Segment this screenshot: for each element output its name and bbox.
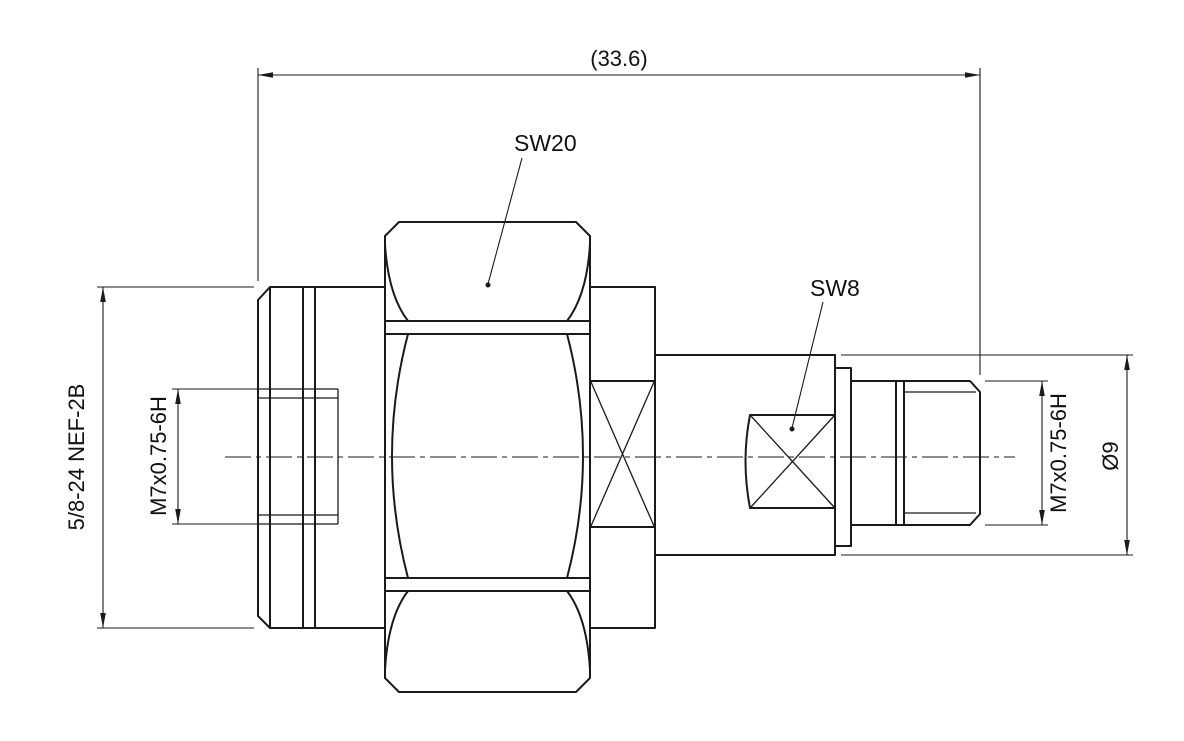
label-wrench-small: SW8 xyxy=(810,275,860,301)
label-wrench-large: SW20 xyxy=(514,130,577,156)
dim-text-right-diameter: Ø9 xyxy=(1098,441,1123,470)
end-barrel-outline xyxy=(850,380,981,526)
hex-nut-chamfer-arcs xyxy=(384,243,591,671)
left-body-outline xyxy=(257,286,386,629)
dim-text-overall-length: (33.6) xyxy=(590,46,647,71)
leader-line-sw20 xyxy=(487,157,523,285)
left-body-bore-lines xyxy=(258,388,339,525)
leader-dot-sw20 xyxy=(485,282,491,288)
flange-outline xyxy=(834,367,852,547)
leader-line-sw8 xyxy=(791,301,824,429)
dim-text-right-inner-thread: M7x0.75-6H xyxy=(1046,393,1071,513)
mid-section-outline xyxy=(589,286,656,629)
dim-text-left-inner-thread: M7x0.75-6H xyxy=(146,396,171,516)
sw8-flats-outline xyxy=(744,414,836,509)
end-barrel-thread-lines xyxy=(904,391,976,514)
dim-text-left-thread: 5/8-24 NEF-2B xyxy=(64,384,89,531)
mid-section-flats-cross xyxy=(590,381,655,527)
leader-dot-sw8 xyxy=(789,426,795,432)
extension-lines xyxy=(97,68,1133,629)
hex-nut-outline xyxy=(384,221,591,693)
cylinder-outline xyxy=(654,354,836,556)
sw8-flats-cross xyxy=(750,415,835,508)
